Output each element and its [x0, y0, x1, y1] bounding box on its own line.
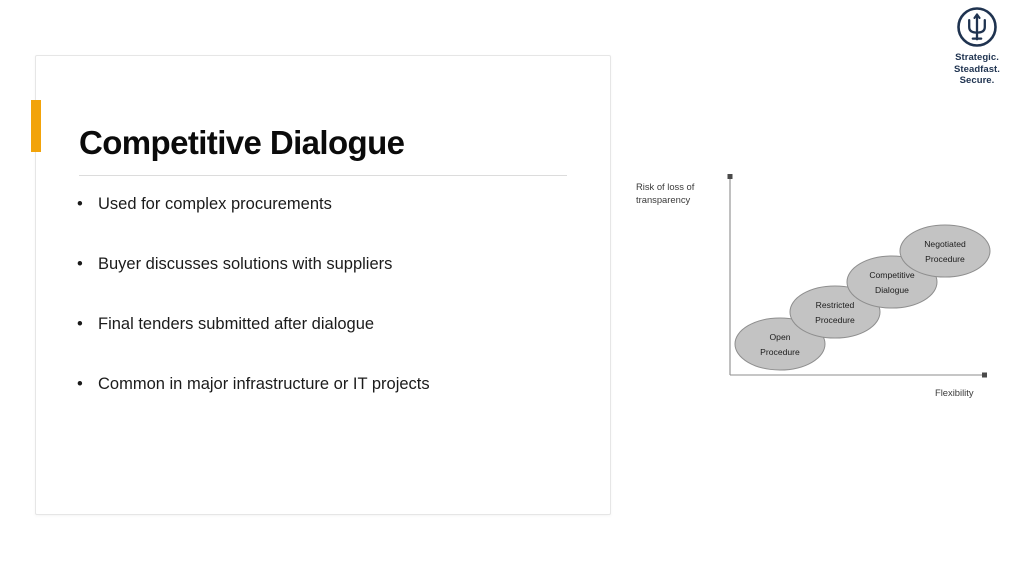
bullet-marker-icon: • [77, 195, 83, 213]
page-title: Competitive Dialogue [79, 124, 405, 162]
procurement-procedures-chart: Risk of loss of transparency Open Proced… [630, 168, 1002, 408]
brand-tagline-line-3: Secure. [959, 75, 995, 86]
brand-logo: Strategic. Steadfast. Secure. [941, 6, 1013, 87]
slide-card [35, 55, 611, 515]
title-divider [79, 175, 567, 176]
trident-psi-circle-icon [957, 7, 997, 47]
chart-node-label-line-2: Procedure [760, 347, 800, 357]
list-item-label: Final tenders submitted after dialogue [98, 315, 375, 333]
list-item: • Common in major infrastructure or IT p… [72, 372, 572, 396]
bullet-list: • Used for complex procurements • Buyer … [72, 192, 572, 396]
bullet-marker-icon: • [77, 315, 83, 333]
chart-node-label-line-2: Procedure [815, 315, 855, 325]
bullet-marker-icon: • [77, 255, 83, 273]
list-item: • Final tenders submitted after dialogue [72, 312, 572, 336]
list-item-label: Buyer discusses solutions with suppliers [98, 255, 393, 273]
chart-node-label-line-2: Dialogue [875, 285, 909, 295]
chart-node-label-line-1: Restricted [816, 300, 855, 310]
chart-node-label-line-1: Competitive [869, 270, 915, 280]
list-item: • Used for complex procurements [72, 192, 572, 216]
list-item-label: Used for complex procurements [98, 195, 332, 213]
chart-node-label-line-1: Negotiated [924, 239, 966, 249]
list-item-label: Common in major infrastructure or IT pro… [98, 375, 430, 393]
title-accent-bar [31, 100, 41, 152]
brand-tagline: Strategic. Steadfast. Secure. [941, 52, 1013, 87]
chart-ylabel-line-2: transparency [636, 194, 691, 205]
bullet-marker-icon: • [77, 375, 83, 393]
chart-xlabel: Flexibility [935, 387, 974, 398]
chart-node-open-procedure: Open Procedure [734, 317, 826, 371]
chart-ylabel-line-1: Risk of loss of [636, 181, 695, 192]
chart-x-axis-cap [982, 372, 987, 378]
brand-tagline-line-2: Steadfast. [954, 63, 1000, 75]
brand-tagline-line-1: Strategic. [955, 52, 999, 63]
chart-node-label-line-1: Open [769, 332, 790, 342]
chart-y-axis-cap [727, 174, 733, 179]
chart-node-label-line-2: Procedure [925, 254, 965, 264]
chart-node-negotiated-procedure: Negotiated Procedure [899, 224, 991, 278]
list-item: • Buyer discusses solutions with supplie… [72, 252, 572, 276]
